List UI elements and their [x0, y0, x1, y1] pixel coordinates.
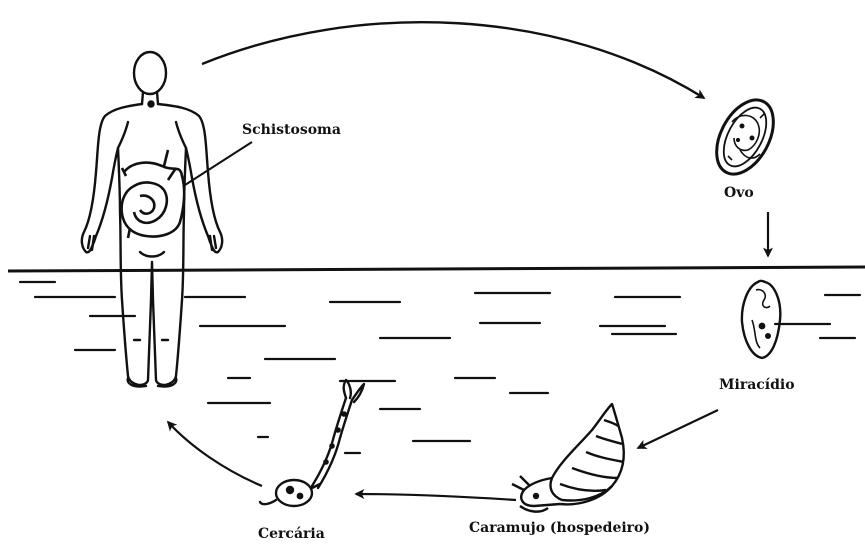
- arrow-miracidium-to-snail: [638, 410, 718, 448]
- intestines-icon: [122, 150, 185, 238]
- arrow-human-to-egg: [202, 22, 704, 98]
- label-schistosoma: Schistosoma: [242, 123, 341, 137]
- snail-icon: [512, 404, 624, 512]
- water-dashes: [20, 282, 860, 453]
- human-host-figure: [82, 52, 222, 387]
- label-caramujo: Caramujo (hospedeiro): [469, 521, 650, 535]
- arrow-snail-to-cercaria: [356, 494, 516, 500]
- egg-icon: [705, 90, 785, 183]
- cercaria-icon: [260, 380, 364, 506]
- arrow-cercaria-to-human: [168, 422, 262, 486]
- schistosoma-pointer: [185, 142, 252, 185]
- label-ovo: Ovo: [724, 186, 754, 200]
- label-miracidio: Miracídio: [719, 378, 795, 392]
- water-surface-line: [8, 267, 865, 271]
- label-cercaria: Cercária: [258, 527, 325, 541]
- miracidium-icon: [742, 281, 780, 358]
